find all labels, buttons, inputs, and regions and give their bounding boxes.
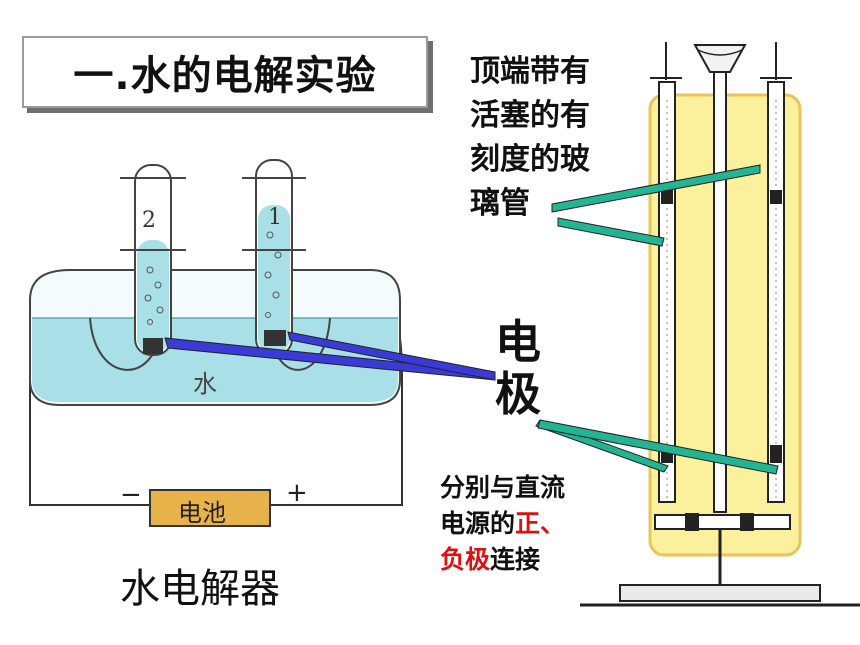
glass-tube-note-line: 刻度的玻 xyxy=(470,142,590,177)
tube-1-label: 1 xyxy=(268,205,282,230)
positive-pole-text: 正、 xyxy=(515,509,566,538)
battery-label: 电池 xyxy=(178,499,226,527)
note-line-3: 负极连接 xyxy=(440,542,615,578)
note-line-1: 分别与直流 xyxy=(440,473,566,502)
funnel xyxy=(693,44,747,73)
arrow-apparatus-electrode-right xyxy=(537,419,779,475)
test-tube-2 xyxy=(120,164,186,356)
electrode-connection-note: 分别与直流 电源的正、 负极连接 xyxy=(440,470,615,578)
electrode-label-char: 极 xyxy=(495,367,541,421)
negative-pole-text: 负极 xyxy=(440,545,491,574)
title-box: 一.水的电解实验 xyxy=(22,36,428,108)
electrode-left xyxy=(143,338,163,354)
note-text: 电源的 xyxy=(440,509,516,538)
electrode-label: 电 极 xyxy=(488,316,548,420)
electrode-right xyxy=(264,330,286,346)
battery-positive-label: + xyxy=(286,478,308,508)
battery-negative-label: − xyxy=(120,480,142,510)
arrow-electrode-right xyxy=(287,331,496,381)
electrode-label-char: 电 xyxy=(495,315,541,369)
note-line-2: 电源的正、 xyxy=(440,506,615,542)
arrow-glass-tube-upper xyxy=(551,164,761,213)
stand-base xyxy=(619,584,821,602)
glass-tube-note-line: 活塞的有 xyxy=(470,98,590,133)
battery xyxy=(149,489,271,527)
water-label: 水 xyxy=(193,370,217,398)
graduated-tube-right xyxy=(760,42,792,503)
test-tube-1 xyxy=(242,159,306,356)
diagram-caption: 水电解器 xyxy=(120,566,280,612)
glass-tube-note-line: 顶端带有 xyxy=(470,54,590,89)
note-text: 连接 xyxy=(490,545,541,574)
page-title: 一.水的电解实验 xyxy=(73,53,377,99)
tube-2-label: 2 xyxy=(142,208,156,233)
glass-tube-note-line: 璃管 xyxy=(470,186,530,221)
glass-tube-note: 顶端带有 活塞的有 刻度的玻 璃管 xyxy=(470,50,630,226)
arrow-glass-tube-lower xyxy=(557,217,665,247)
